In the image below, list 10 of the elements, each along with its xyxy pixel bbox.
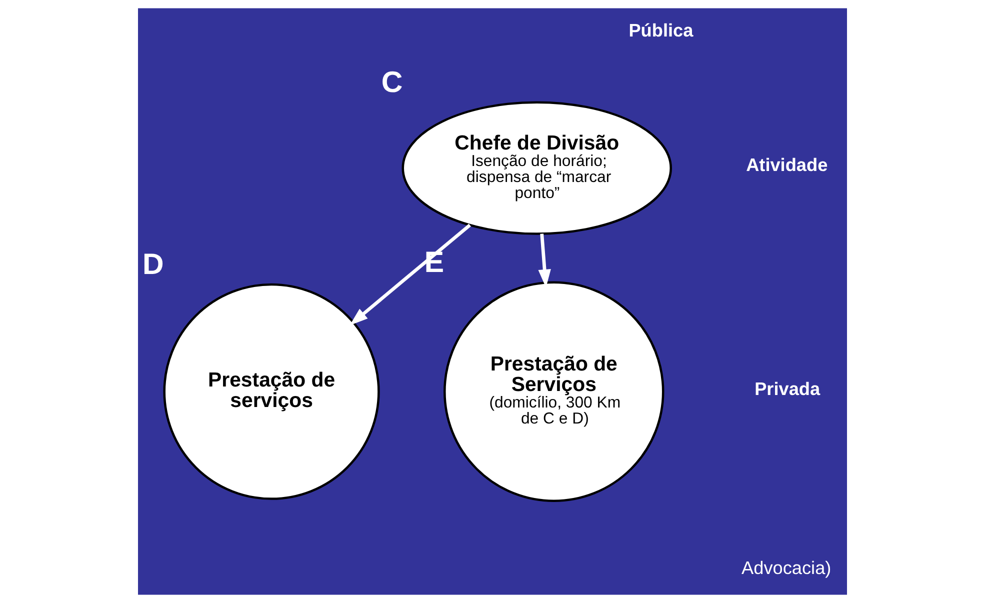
label: Atividade [746, 155, 828, 176]
arrow [350, 224, 471, 326]
label: Advocacia) [742, 558, 832, 578]
label: Pública [628, 20, 694, 40]
node-ellipse: Chefe de Divisão Isenção de horário; dispensa de “marcar ponto” [402, 101, 672, 235]
node-circle: Prestação de Serviços (domicílio, 300 Km de C e D) [444, 281, 664, 502]
node-circle: Prestação de serviços [163, 283, 380, 500]
node-label: C [381, 66, 403, 99]
node-label: D [142, 248, 164, 281]
label: Privada [754, 378, 820, 399]
